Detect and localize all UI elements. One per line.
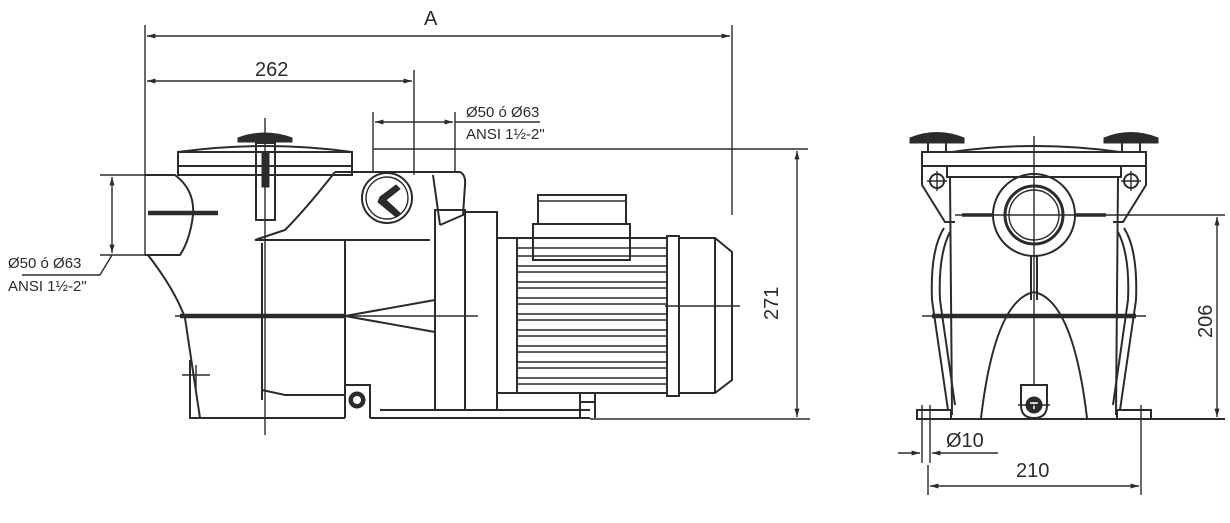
dimension-271-label: 271	[761, 287, 783, 320]
bolt-hole-diameter-label: Ø10	[946, 430, 984, 452]
dimension-a-label: A	[424, 8, 438, 30]
outlet-port-diameter-label: Ø50 ó Ø63	[466, 104, 539, 121]
inlet-port-diameter-label: Ø50 ó Ø63	[8, 255, 81, 272]
outlet-port-ansi-label: ANSI 1½-2"	[466, 126, 545, 143]
dimension-206-label: 206	[1195, 305, 1217, 338]
dimension-210-label: 210	[1016, 460, 1049, 482]
motor-cooling-fins	[517, 247, 667, 385]
inlet-port-ansi-label: ANSI 1½-2"	[8, 278, 87, 295]
side-view	[22, 25, 810, 435]
dimension-262-label: 262	[255, 59, 288, 81]
front-view	[898, 132, 1225, 495]
